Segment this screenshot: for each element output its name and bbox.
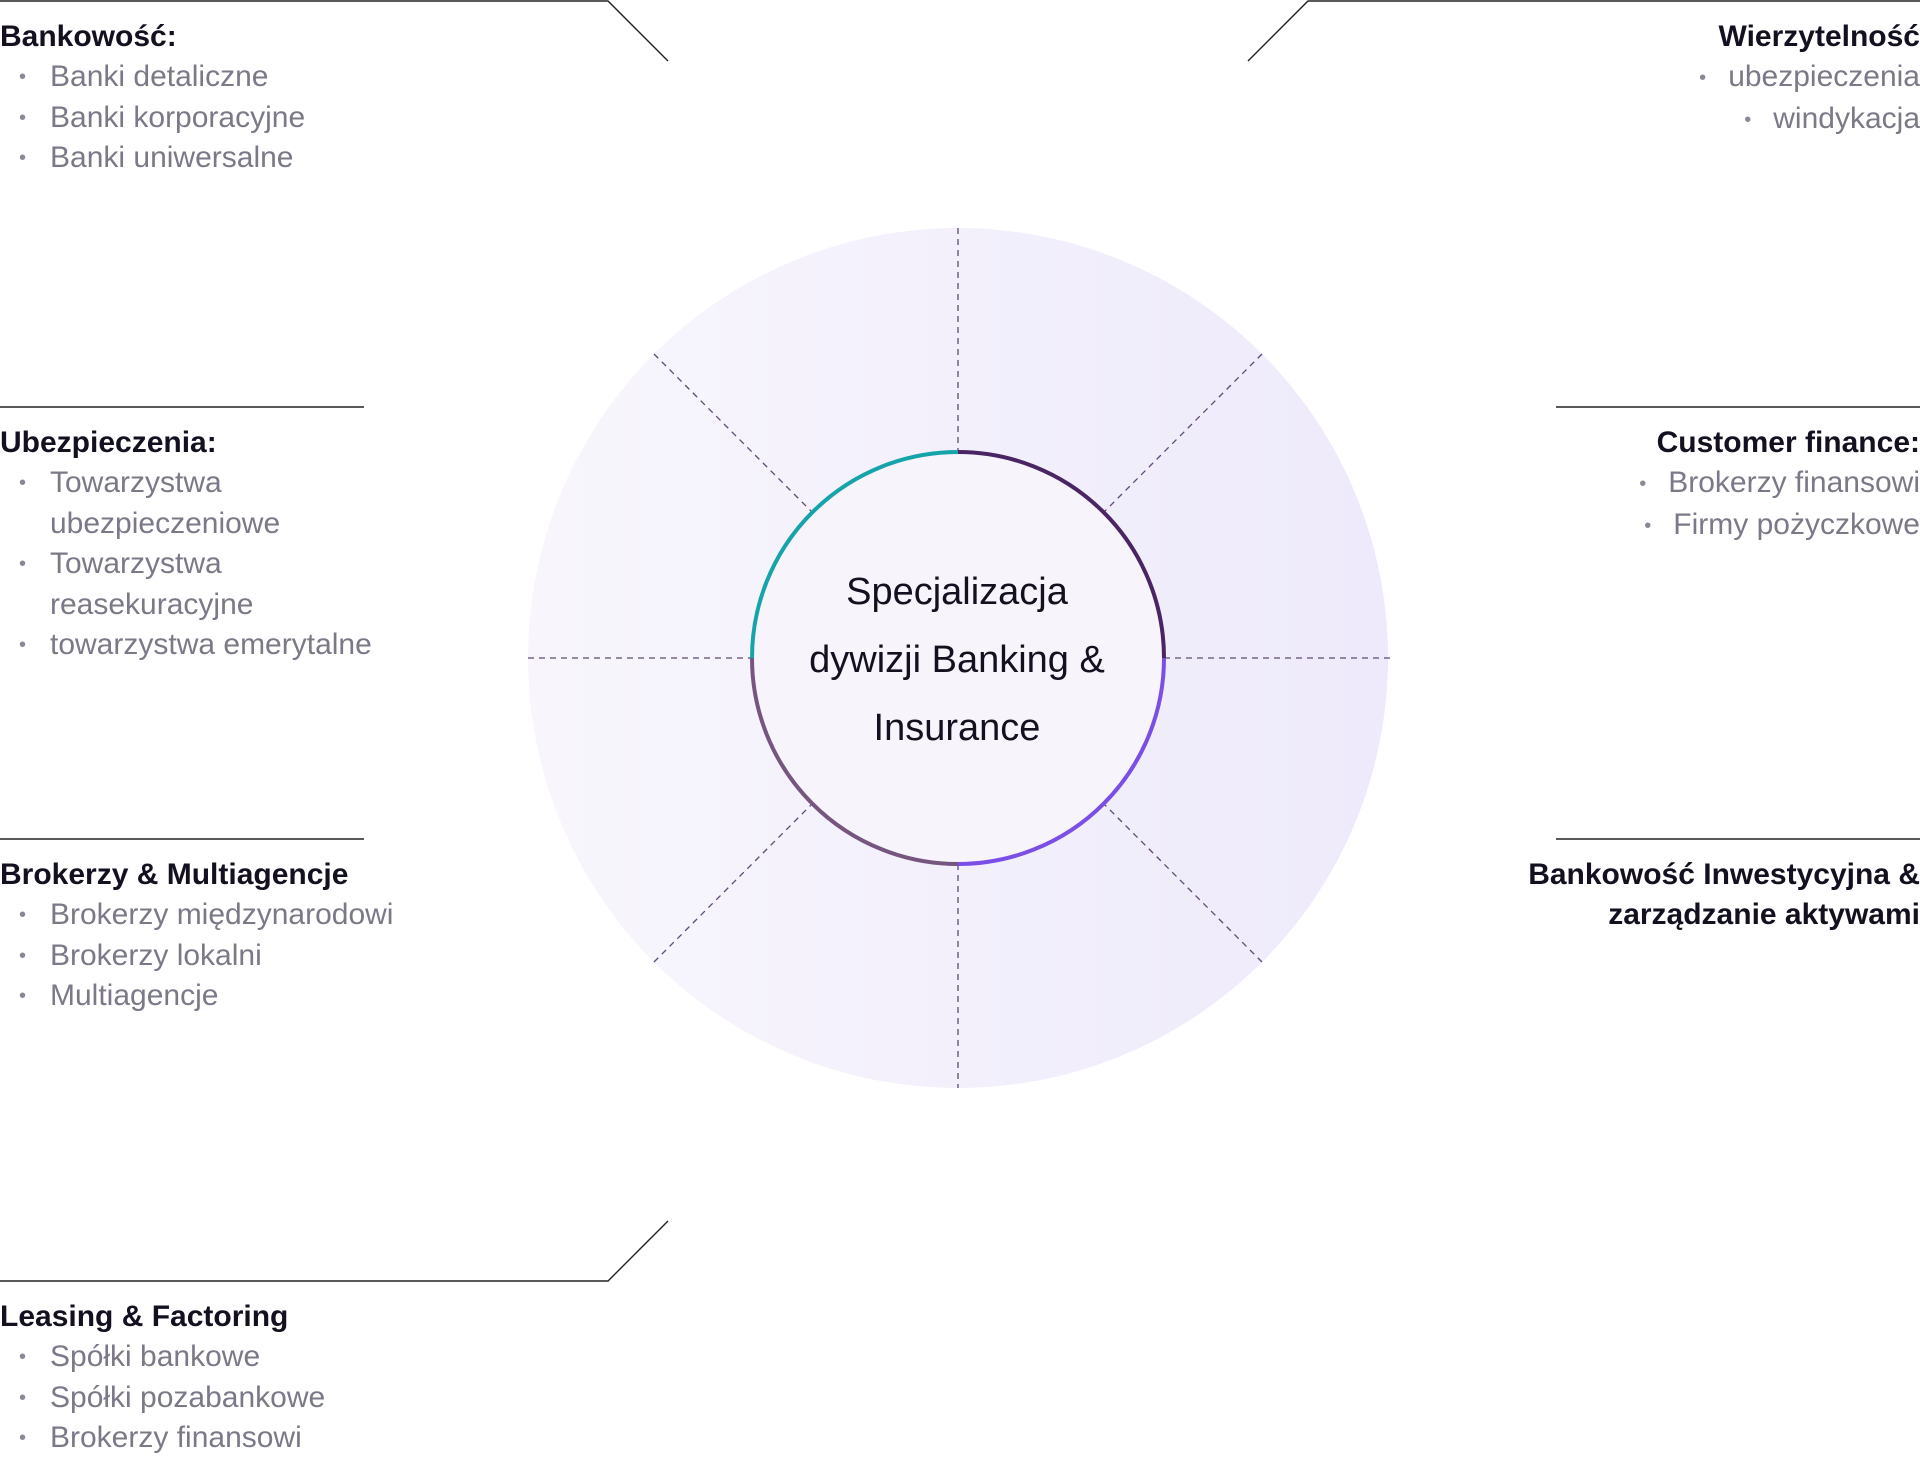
ring-arc-bottom-right (957, 657, 1166, 866)
spoke-bottom-right (1103, 803, 1263, 963)
item-list: Towarzystwa ubezpieczeniowe Towarzystwa … (0, 463, 372, 666)
list-item: Brokerzy finansowi (0, 1418, 460, 1459)
list-item-label: windykacja (1773, 101, 1920, 135)
center-label: Specjalizacja dywizji Banking & Insuranc… (809, 571, 1105, 749)
list-item: towarzystwa emerytalne (0, 625, 490, 666)
connector-bankowosc (0, 0, 669, 62)
list-item: Brokerzy międzynarodowi (0, 895, 460, 936)
group-title: Brokerzy & Multiagencje (0, 858, 349, 891)
item-list: Brokerzy międzynarodowi Brokerzy lokalni… (0, 895, 460, 1017)
group-title: Ubezpieczenia: (0, 426, 217, 459)
list-item-label: Firmy pożyczkowe (1673, 507, 1920, 541)
bullet-icon: • (1644, 514, 1652, 537)
list-item: Spółki pozabankowe (0, 1378, 460, 1419)
connector-leasing (0, 1220, 669, 1282)
list-item: Towarzystwa ubezpieczeniowe (0, 463, 330, 544)
list-item: Multiagencje (0, 976, 460, 1017)
group-brokerzy: Brokerzy & Multiagencje Brokerzy międzyn… (0, 855, 460, 1017)
list-item: Towarzystwa reasekuracyjne (0, 544, 330, 625)
bullet-icon: • (1639, 473, 1647, 495)
group-title: Customer finance: (1656, 426, 1920, 459)
inner-circle (752, 452, 1164, 864)
list-item: Banki detaliczne (0, 57, 460, 98)
bullet-icon: • (1744, 108, 1752, 131)
group-ubezpieczenia: Ubezpieczenia: Towarzystwa ubezpieczenio… (0, 423, 440, 666)
list-item: • Firmy pożyczkowe (1460, 505, 1920, 547)
item-list: • Brokerzy finansowi • Firmy pożyczkowe (1460, 463, 1920, 546)
group-customer-finance: Customer finance: • Brokerzy finansowi • F… (1460, 423, 1920, 546)
ring-arc-bottom-left (750, 657, 959, 866)
list-item-label: Brokerzy finansowi (1668, 466, 1920, 499)
list-item: • Brokerzy finansowi (1460, 463, 1920, 505)
list-item-label: ubezpieczenia (1728, 60, 1920, 93)
group-wierzytelnosc: Wierzytelność • ubezpieczenia • windykacja (1460, 17, 1920, 140)
ring-arc-top-left (750, 450, 959, 659)
group-bankowosc-inwestycyjna: Bankowość Inwestycyjna & zarządzanie akt… (1500, 855, 1920, 935)
spoke-top-left (653, 353, 813, 513)
group-bankowosc: Bankowość: Banki detaliczne Banki korpor… (0, 17, 460, 179)
connector-wierzytelnosc (1247, 0, 1920, 62)
list-item: • ubezpieczenia (1460, 57, 1920, 99)
item-list: Spółki bankowe Spółki pozabankowe Broker… (0, 1337, 460, 1459)
spoke-top-right (1103, 353, 1263, 513)
group-title: Leasing & Factoring (0, 1300, 289, 1333)
spoke-bottom-left (653, 803, 813, 963)
ring (750, 450, 1166, 866)
group-title: Bankowość: (0, 20, 177, 53)
group-title: Bankowość Inwestycyjna & zarządzanie akt… (1528, 858, 1920, 931)
list-item: Spółki bankowe (0, 1337, 460, 1378)
list-item: Banki korporacyjne (0, 98, 460, 139)
ring-arc-top-right (957, 450, 1166, 659)
list-item: Brokerzy lokalni (0, 936, 460, 977)
group-leasing: Leasing & Factoring Spółki bankowe Spółk… (0, 1297, 460, 1459)
spokes (528, 228, 1392, 1088)
list-item: Banki uniwersalne (0, 138, 460, 179)
bullet-icon: • (1699, 67, 1707, 89)
item-list: Banki detaliczne Banki korporacyjne Bank… (0, 57, 460, 179)
item-list: • ubezpieczenia • windykacja (1460, 57, 1920, 140)
group-title: Wierzytelność (1718, 20, 1920, 53)
list-item: • windykacja (1460, 99, 1920, 141)
connectors (0, 0, 1920, 1282)
